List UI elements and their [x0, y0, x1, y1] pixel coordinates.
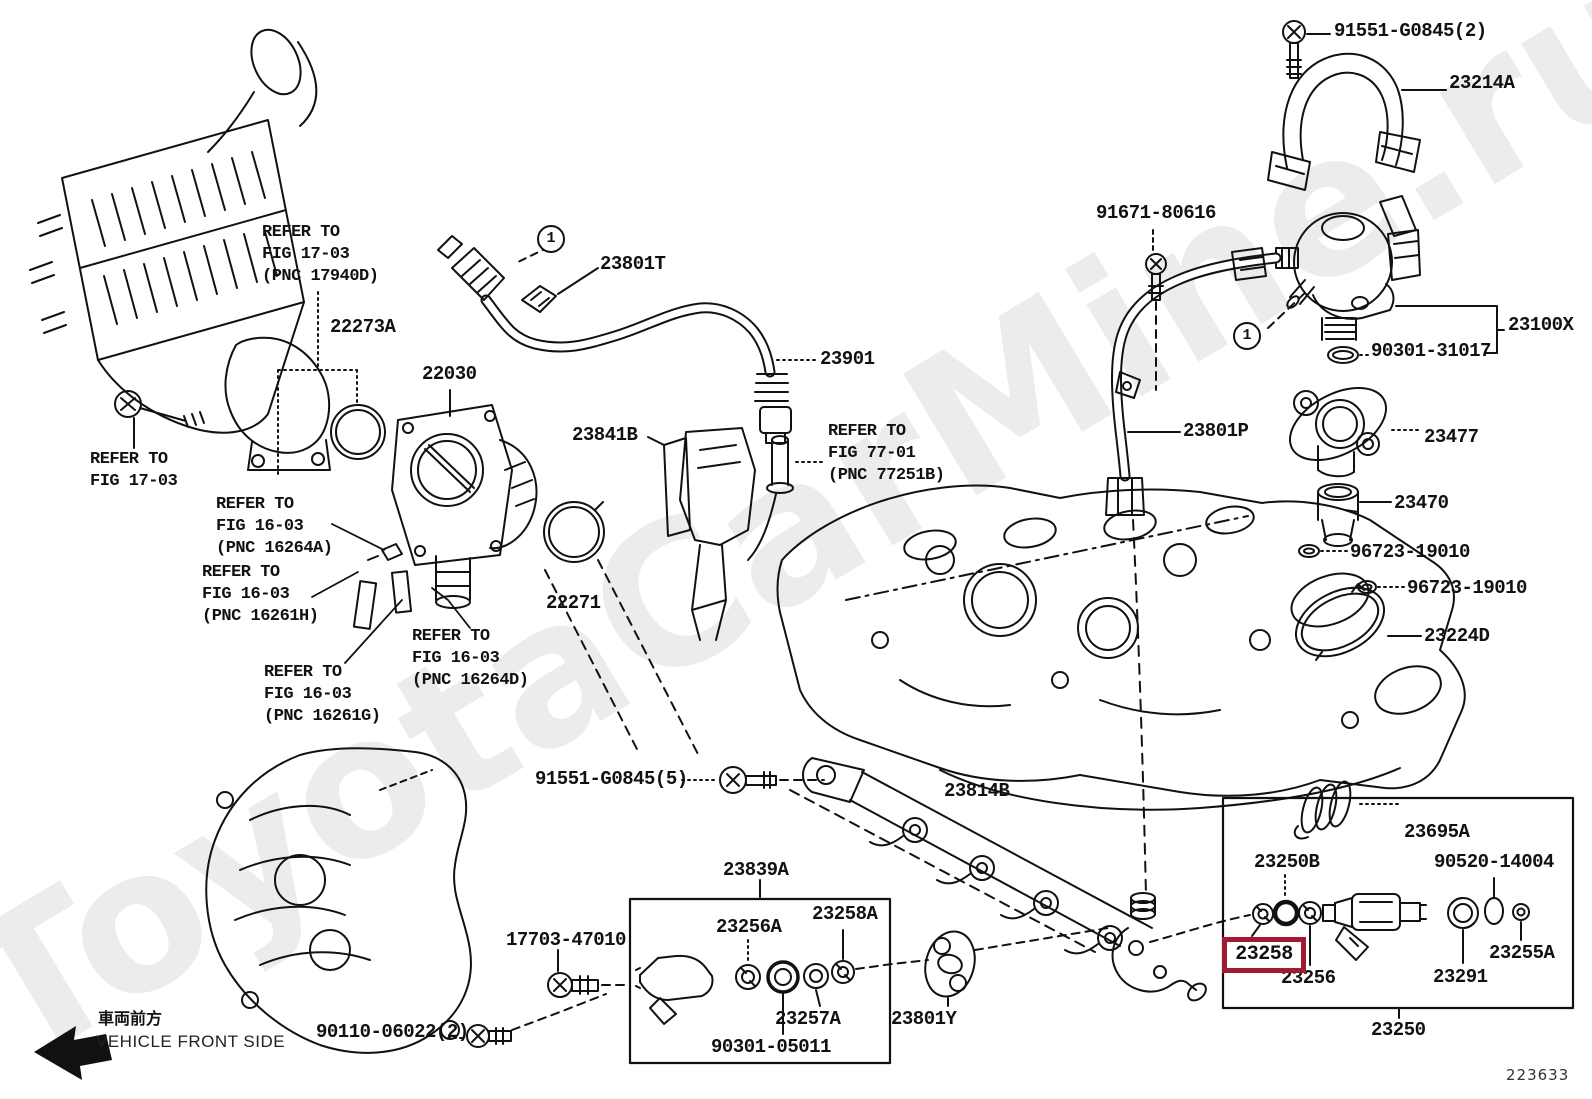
- callout-23257A[interactable]: 23257A: [775, 1008, 841, 1030]
- note-fig16-03-pnc16264A: REFER TO FIG 16-03 (PNC 16264A): [216, 495, 333, 558]
- callout-23901[interactable]: 23901: [820, 348, 875, 370]
- callout-23100X[interactable]: 23100X: [1508, 314, 1574, 336]
- note-fig17-03-pnc17940D: REFER TO FIG 17-03 (PNC 17940D): [262, 223, 379, 286]
- bolt-90110-sketch: [447, 993, 607, 1048]
- callout-90110-06022-2[interactable]: 90110-06022(2): [316, 1021, 469, 1043]
- union-17703-sketch: [547, 949, 629, 998]
- highlighted-callout-23258[interactable]: 23258: [1222, 937, 1306, 973]
- note-fig16-03-pnc16261G: REFER TO FIG 16-03 (PNC 16261G): [264, 663, 381, 726]
- water-outlet-sketch: [114, 336, 331, 471]
- fig1703-bracket-leader: [277, 291, 358, 475]
- callout-23801Y[interactable]: 23801Y: [891, 1008, 957, 1030]
- note-fig16-03-pnc16261H: REFER TO FIG 16-03 (PNC 16261H): [202, 563, 319, 626]
- note-fig16-03-pnc16264D: REFER TO FIG 16-03 (PNC 16264D): [412, 627, 529, 690]
- vehicle-front-arrow: [34, 1026, 112, 1080]
- callout-23814B[interactable]: 23814B: [944, 780, 1010, 802]
- callout-23841B[interactable]: 23841B: [572, 424, 638, 446]
- callout-23477[interactable]: 23477: [1424, 426, 1479, 448]
- callout-23258A[interactable]: 23258A: [812, 903, 878, 925]
- callout-23839A[interactable]: 23839A: [723, 859, 789, 881]
- intake-manifold-sketch: [205, 559, 701, 1054]
- callout-96723-19010-b[interactable]: 96723-19010: [1407, 577, 1527, 599]
- injector-23250-box: [1221, 796, 1575, 1019]
- plate-23224D-sketch: [1294, 583, 1422, 661]
- oring-22273A-sketch: [330, 404, 386, 460]
- callout-90301-05011[interactable]: 90301-05011: [711, 1036, 831, 1058]
- kit-23839A-box: [628, 879, 892, 1065]
- figure-number: 223633: [1506, 1066, 1570, 1084]
- vehicle-front-label-jp: 車両前方: [98, 1009, 163, 1028]
- fig7701-nipple-sketch: [747, 435, 825, 561]
- callout-22273A[interactable]: 22273A: [330, 316, 396, 338]
- bolt-91551-2-sketch: [1282, 20, 1331, 79]
- head-cover-sketch: [776, 484, 1466, 811]
- callout-23801P[interactable]: 23801P: [1183, 420, 1249, 442]
- fuel-hose-23901-sketch: [437, 235, 818, 444]
- callout-23214A[interactable]: 23214A: [1449, 72, 1515, 94]
- callout-91551-G0845-2[interactable]: 91551-G0845(2): [1334, 20, 1487, 42]
- callout-23291[interactable]: 23291: [1433, 966, 1488, 988]
- callout-91671-80616[interactable]: 91671-80616: [1096, 202, 1216, 224]
- gasket-23801Y-sketch: [924, 927, 1109, 1007]
- callout-23255A[interactable]: 23255A: [1489, 942, 1555, 964]
- damper-23841B-sketch: [647, 427, 756, 641]
- callout-91551-G0845-5[interactable]: 91551-G0845(5): [535, 768, 688, 790]
- callout-17703-47010[interactable]: 17703-47010: [506, 929, 626, 951]
- pipe-23801P-sketch: [1105, 229, 1282, 897]
- insulator-23470-sketch: [1317, 483, 1392, 547]
- note-fig17-03: REFER TO FIG 17-03: [90, 450, 178, 491]
- callout-23250B[interactable]: 23250B: [1254, 851, 1320, 873]
- callout-22030[interactable]: 22030: [422, 363, 477, 385]
- callout-23250[interactable]: 23250: [1371, 1019, 1426, 1041]
- callout-23224D[interactable]: 23224D: [1424, 625, 1490, 647]
- kit-23839A-parts: [635, 929, 929, 1035]
- circled-number-1b: 1: [1233, 322, 1261, 350]
- throttle-body-sketch: [352, 389, 538, 630]
- pump-bracket-23214A-sketch: [1267, 52, 1447, 191]
- callout-23801T[interactable]: 23801T: [600, 253, 666, 275]
- callout-90520-14004[interactable]: 90520-14004: [1434, 851, 1554, 873]
- callout-23470[interactable]: 23470: [1394, 492, 1449, 514]
- callout-96723-19010-a[interactable]: 96723-19010: [1350, 541, 1470, 563]
- vehicle-front-label-en: VEHICLE FRONT SIDE: [96, 1032, 286, 1051]
- oring-22271-sketch: [543, 501, 605, 563]
- circled-number-1a: 1: [537, 225, 565, 253]
- spacer-23477-sketch: [1288, 386, 1422, 478]
- refer-leaders: [311, 523, 471, 664]
- fuel-rail-23814B-sketch: [681, 757, 1251, 1002]
- intercooler-sketch: [29, 28, 318, 434]
- callout-22271[interactable]: 22271: [546, 592, 601, 614]
- oring-96723-sketches: [1298, 544, 1405, 594]
- pump-23100X-sketch: [1267, 195, 1505, 364]
- callout-23695A[interactable]: 23695A: [1404, 821, 1470, 843]
- callout-23256A[interactable]: 23256A: [716, 916, 782, 938]
- injector-23250-parts: [1251, 780, 1530, 966]
- note-fig77-01-pnc77251B: REFER TO FIG 77-01 (PNC 77251B): [828, 422, 945, 485]
- callout-90301-31017[interactable]: 90301-31017: [1371, 340, 1491, 362]
